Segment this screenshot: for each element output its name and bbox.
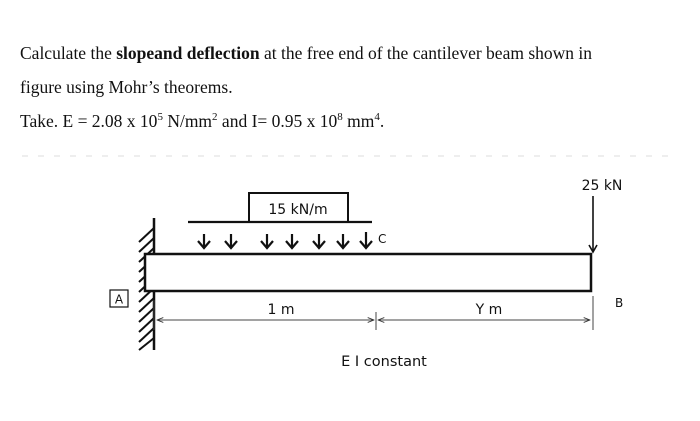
udl-load-arrows <box>188 220 373 250</box>
ei-constant-label: E I constant <box>341 354 427 370</box>
given-text: . <box>379 111 385 131</box>
udl-arrow <box>197 234 211 250</box>
support-label-a: A <box>115 293 124 307</box>
problem-text: Calculate the <box>20 43 117 63</box>
udl-arrow <box>312 234 326 250</box>
udl-arrow <box>359 232 373 250</box>
inertia-exponent: 8 <box>337 111 343 124</box>
udl-label-box: 15 kN/m <box>248 192 349 223</box>
problem-line-2: figure using Mohr’s theorems. <box>20 77 233 97</box>
given-text: mm <box>342 111 375 131</box>
problem-text: at the free end of the cantilever beam s… <box>259 43 593 63</box>
dimension-lines <box>153 296 594 330</box>
udl-arrow <box>285 234 299 250</box>
udl-arrow <box>336 234 350 250</box>
udl-arrow <box>224 234 238 250</box>
problem-line-1: Calculate the slopeand deflection at the… <box>20 36 692 70</box>
bold-term-deflection: deflection <box>186 43 260 63</box>
udl-label: 15 kN/m <box>268 202 327 218</box>
point-load-label: 25 kN <box>582 178 623 194</box>
point-b-label: B <box>615 296 623 310</box>
given-values-line: Take. E = 2.08 x 105 N/mm2 and I= 0.95 x… <box>20 104 692 138</box>
modulus-unit-exponent: 2 <box>212 111 218 124</box>
dimension-1m-label: 1 m <box>268 302 295 318</box>
dimension-ym-label: Y m <box>475 302 503 318</box>
inertia-unit-exponent: 4 <box>374 111 380 124</box>
udl-arrow <box>260 234 274 250</box>
problem-statement: Calculate the slopeand deflection at the… <box>20 36 692 138</box>
bold-term-slope: slopeand <box>116 43 183 63</box>
given-text: and I= 0.95 x 10 <box>217 111 338 131</box>
support-label-box: A <box>109 289 129 308</box>
beam <box>143 252 593 293</box>
given-text: Take. E = 2.08 x 10 <box>20 111 158 131</box>
modulus-exponent: 5 <box>157 111 163 124</box>
point-c-label: C <box>378 232 386 246</box>
given-text: N/mm <box>162 111 213 131</box>
point-load: 25 kN <box>582 178 623 254</box>
